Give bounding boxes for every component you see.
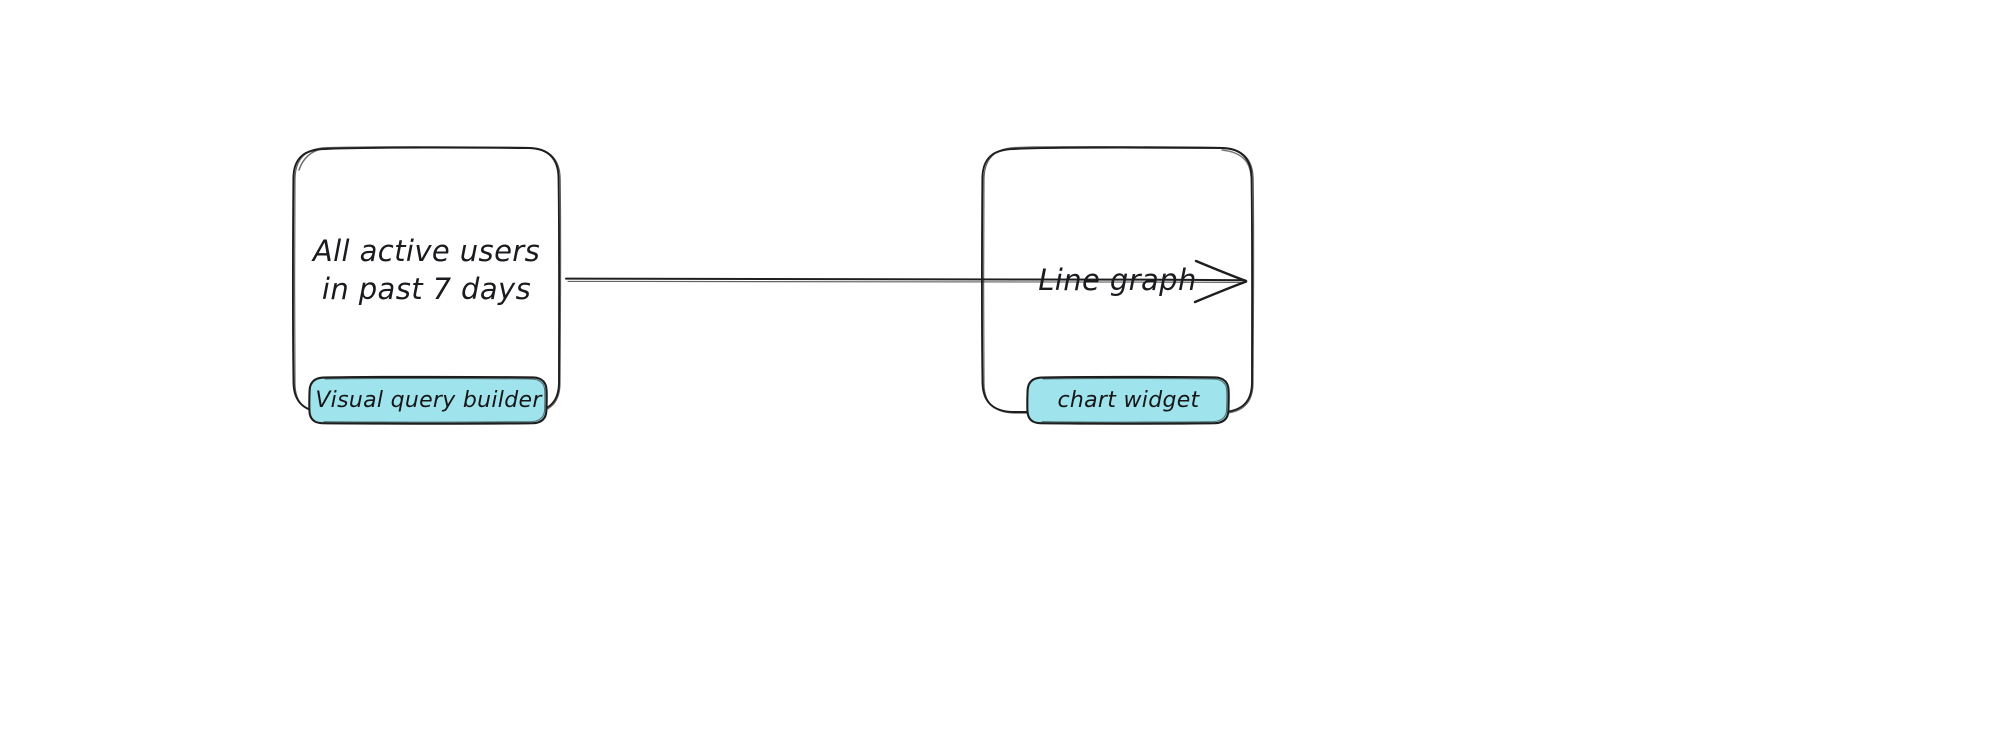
visual-query-builder-node-outline[interactable] [292,146,562,415]
chart-widget-badge-shape[interactable] [1026,375,1230,425]
visual-query-builder-badge-shape[interactable] [308,375,548,425]
query-to-chart-arrow[interactable] [565,259,1248,304]
